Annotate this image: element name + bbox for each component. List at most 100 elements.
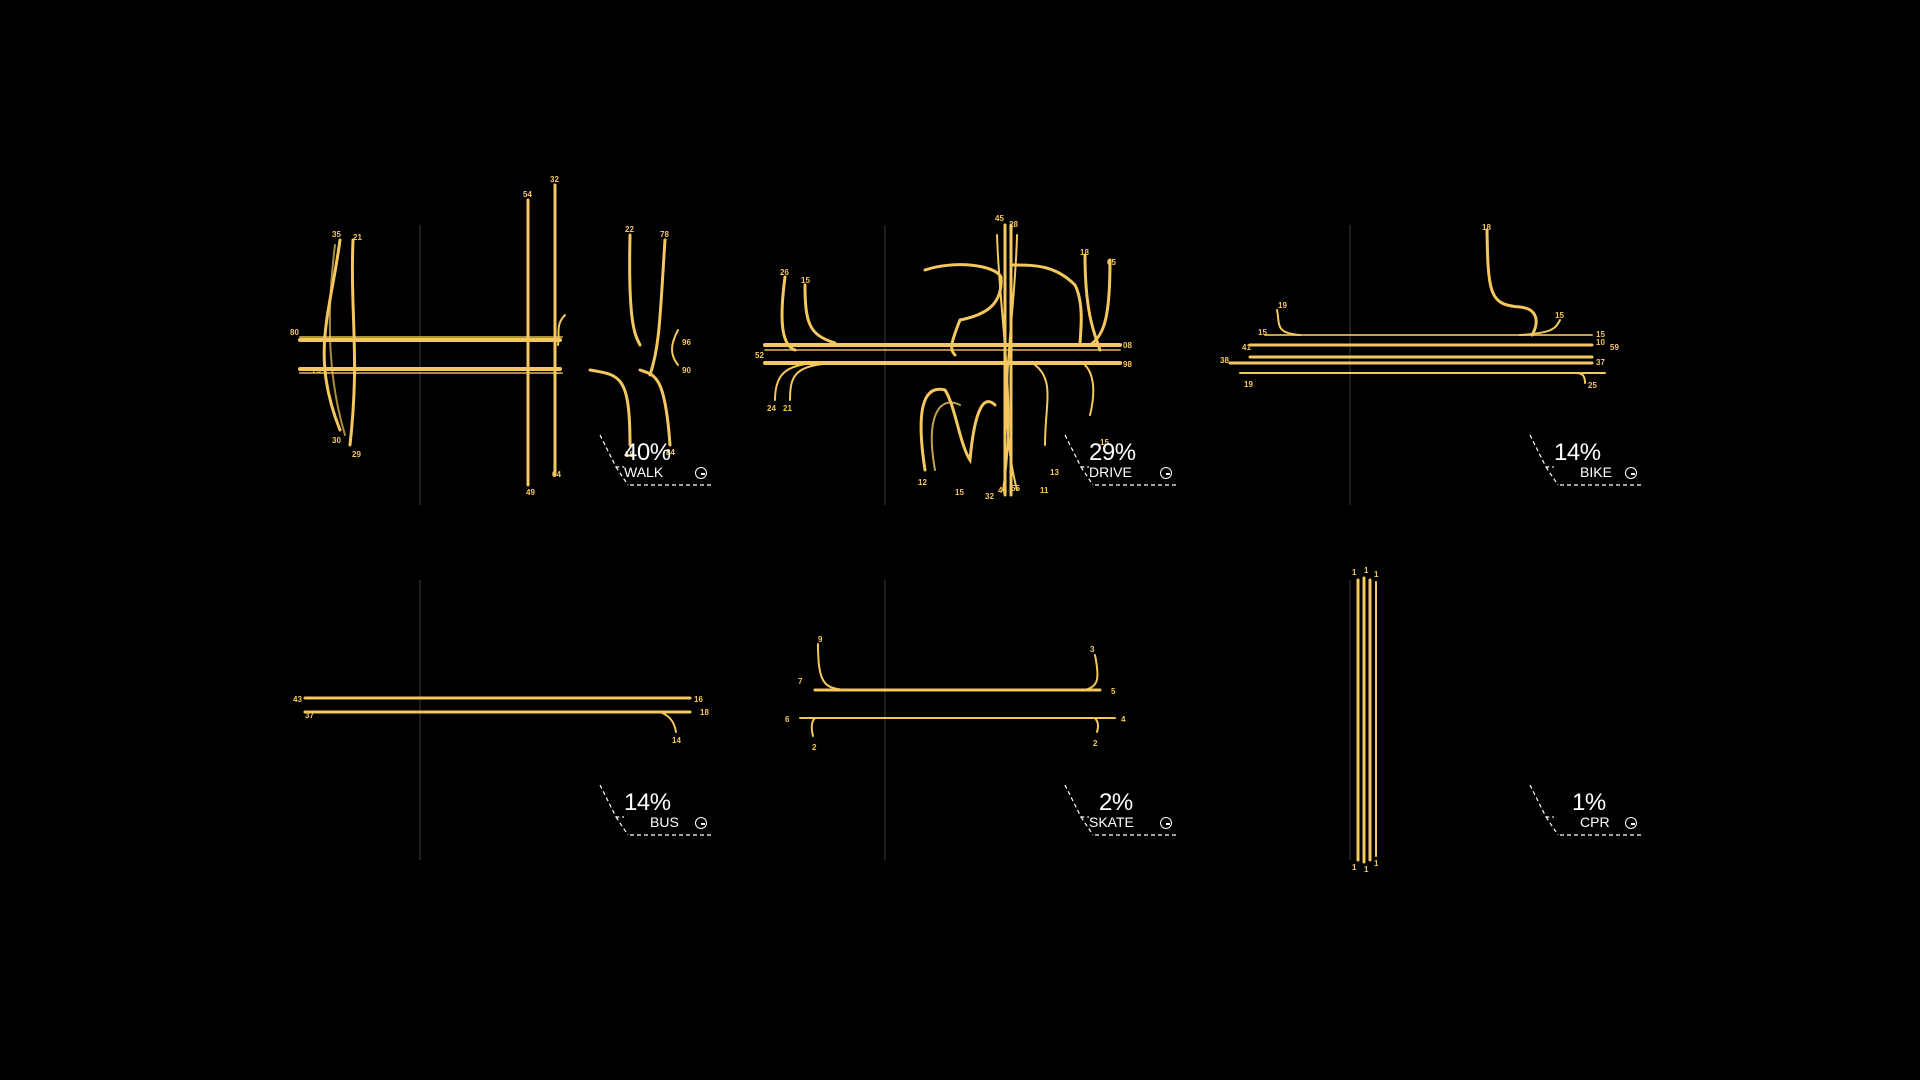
endpoint-label: 11 [1040, 486, 1049, 495]
endpoint-label: 14 [672, 736, 681, 745]
endpoint-label: 15 [1258, 328, 1267, 337]
endpoint-label: 38 [1220, 356, 1229, 365]
endpoint-label: 5 [1111, 687, 1116, 696]
panel-bus: 43 37 16 18 14 14% BUS [290, 560, 730, 860]
panel-walk: 80 35 21 75 30 29 54 64 49 32 22 78 96 9… [290, 175, 730, 505]
drive-endpoint-labels: 26 15 52 24 21 45 28 18 65 12 15 32 45 5… [755, 214, 1132, 501]
endpoint-label: 29 [352, 450, 361, 459]
endpoint-label: 65 [1107, 258, 1116, 267]
endpoint-label: 26 [780, 268, 789, 277]
skate-mode-label: SKATE [1089, 814, 1134, 830]
cpr-mode-label: CPR [1580, 814, 1610, 830]
endpoint-label: 16 [694, 695, 703, 704]
bike-routes [1228, 228, 1606, 384]
endpoint-label: 78 [660, 230, 669, 239]
endpoint-label: 15 [801, 276, 810, 285]
endpoint-label: 37 [305, 711, 314, 720]
endpoint-label: 35 [332, 230, 341, 239]
endpoint-label: 32 [985, 492, 994, 501]
clock-icon[interactable] [1160, 817, 1172, 829]
endpoint-label: 84 [666, 448, 675, 457]
endpoint-label: 64 [552, 470, 561, 479]
endpoint-label: 49 [526, 488, 535, 497]
bus-routes [303, 696, 692, 733]
bus-map: 43 37 16 18 14 [293, 580, 709, 860]
endpoint-label: 32 [550, 175, 559, 184]
endpoint-label: 1 [1374, 859, 1379, 868]
drive-routes [763, 223, 1122, 497]
endpoint-label: 52 [755, 351, 764, 360]
endpoint-label: 25 [1588, 381, 1597, 390]
endpoint-label: 19 [1278, 301, 1287, 310]
bus-mode-label: BUS [650, 814, 679, 830]
endpoint-label: 9 [818, 635, 823, 644]
endpoint-label: 1 [1374, 570, 1379, 579]
bike-stat-badge: 14% BIKE [1529, 434, 1642, 495]
walk-map: 80 35 21 75 30 29 54 64 49 32 22 78 96 9… [290, 175, 691, 505]
bus-stat-badge: 14% BUS [599, 784, 712, 845]
endpoint-label: 90 [682, 366, 691, 375]
endpoint-label: 96 [682, 338, 691, 347]
clock-icon[interactable] [695, 817, 707, 829]
endpoint-label: 15 [1100, 438, 1109, 447]
clock-icon[interactable] [1625, 817, 1637, 829]
skate-endpoint-labels: 9 7 6 2 3 5 4 2 [785, 635, 1126, 752]
endpoint-label: 43 [293, 695, 302, 704]
cpr-percent: 1% [1572, 789, 1606, 816]
endpoint-label: 54 [523, 190, 532, 199]
endpoint-label: 30 [332, 436, 341, 445]
panel-drive: 26 15 52 24 21 45 28 18 65 12 15 32 45 5… [755, 205, 1195, 505]
endpoint-label: 08 [1123, 341, 1132, 350]
cpr-map: 1 1 1 1 1 1 [1349, 566, 1379, 874]
walk-percent: 40% [624, 439, 671, 466]
endpoint-label: 1 [1352, 568, 1357, 577]
endpoint-label: 45 [998, 486, 1007, 495]
endpoint-label: 2 [812, 743, 817, 752]
endpoint-label: 21 [353, 233, 362, 242]
endpoint-label: 15 [1555, 311, 1564, 320]
endpoint-label: 24 [767, 404, 776, 413]
endpoint-label: 1 [1364, 566, 1369, 575]
endpoint-label: 28 [1009, 220, 1018, 229]
clock-icon[interactable] [695, 467, 707, 479]
bike-mode-label: BIKE [1580, 464, 1612, 480]
endpoint-label: 1 [1352, 863, 1357, 872]
walk-mode-label: WALK [624, 464, 664, 480]
drive-percent: 29% [1089, 439, 1136, 466]
endpoint-label: 15 [1596, 330, 1605, 339]
panel-bike: 18 19 15 15 41 38 19 25 15 10 59 37 14% … [1220, 205, 1660, 505]
endpoint-label: 15 [955, 488, 964, 497]
bus-endpoint-labels: 43 37 16 18 14 [293, 695, 709, 745]
endpoint-label: 45 [995, 214, 1004, 223]
endpoint-label: 59 [1610, 343, 1619, 352]
endpoint-label: 3 [1090, 645, 1095, 654]
skate-routes [799, 643, 1116, 737]
bus-percent: 14% [624, 789, 671, 816]
walk-routes [298, 183, 679, 487]
endpoint-label: 37 [1596, 358, 1605, 367]
endpoint-label: 41 [1242, 343, 1251, 352]
cpr-stat-badge: 1% CPR [1529, 784, 1642, 845]
panel-cpr: 1 1 1 1 1 1 1% CPR [1220, 560, 1660, 874]
endpoint-label: 6 [785, 715, 790, 724]
endpoint-label: 4 [1121, 715, 1126, 724]
endpoint-label: 80 [290, 328, 299, 337]
skate-map: 9 7 6 2 3 5 4 2 [785, 580, 1126, 860]
bike-percent: 14% [1554, 439, 1601, 466]
skate-stat-badge: 2% SKATE [1064, 784, 1177, 845]
endpoint-label: 7 [798, 677, 803, 686]
endpoint-label: 75 [312, 366, 321, 375]
drive-map: 26 15 52 24 21 45 28 18 65 12 15 32 45 5… [755, 214, 1132, 505]
cpr-routes [1356, 576, 1377, 864]
endpoint-label: 18 [1080, 248, 1089, 257]
bike-map: 18 19 15 15 41 38 19 25 15 10 59 37 [1220, 223, 1619, 505]
clock-icon[interactable] [1625, 467, 1637, 479]
clock-icon[interactable] [1160, 467, 1172, 479]
endpoint-label: 18 [1482, 223, 1491, 232]
bike-endpoint-labels: 18 19 15 15 41 38 19 25 15 10 59 37 [1220, 223, 1619, 390]
endpoint-label: 55 [1011, 484, 1020, 493]
endpoint-label: 18 [700, 708, 709, 717]
drive-mode-label: DRIVE [1089, 464, 1132, 480]
skate-percent: 2% [1099, 789, 1133, 816]
endpoint-label: 19 [1244, 380, 1253, 389]
